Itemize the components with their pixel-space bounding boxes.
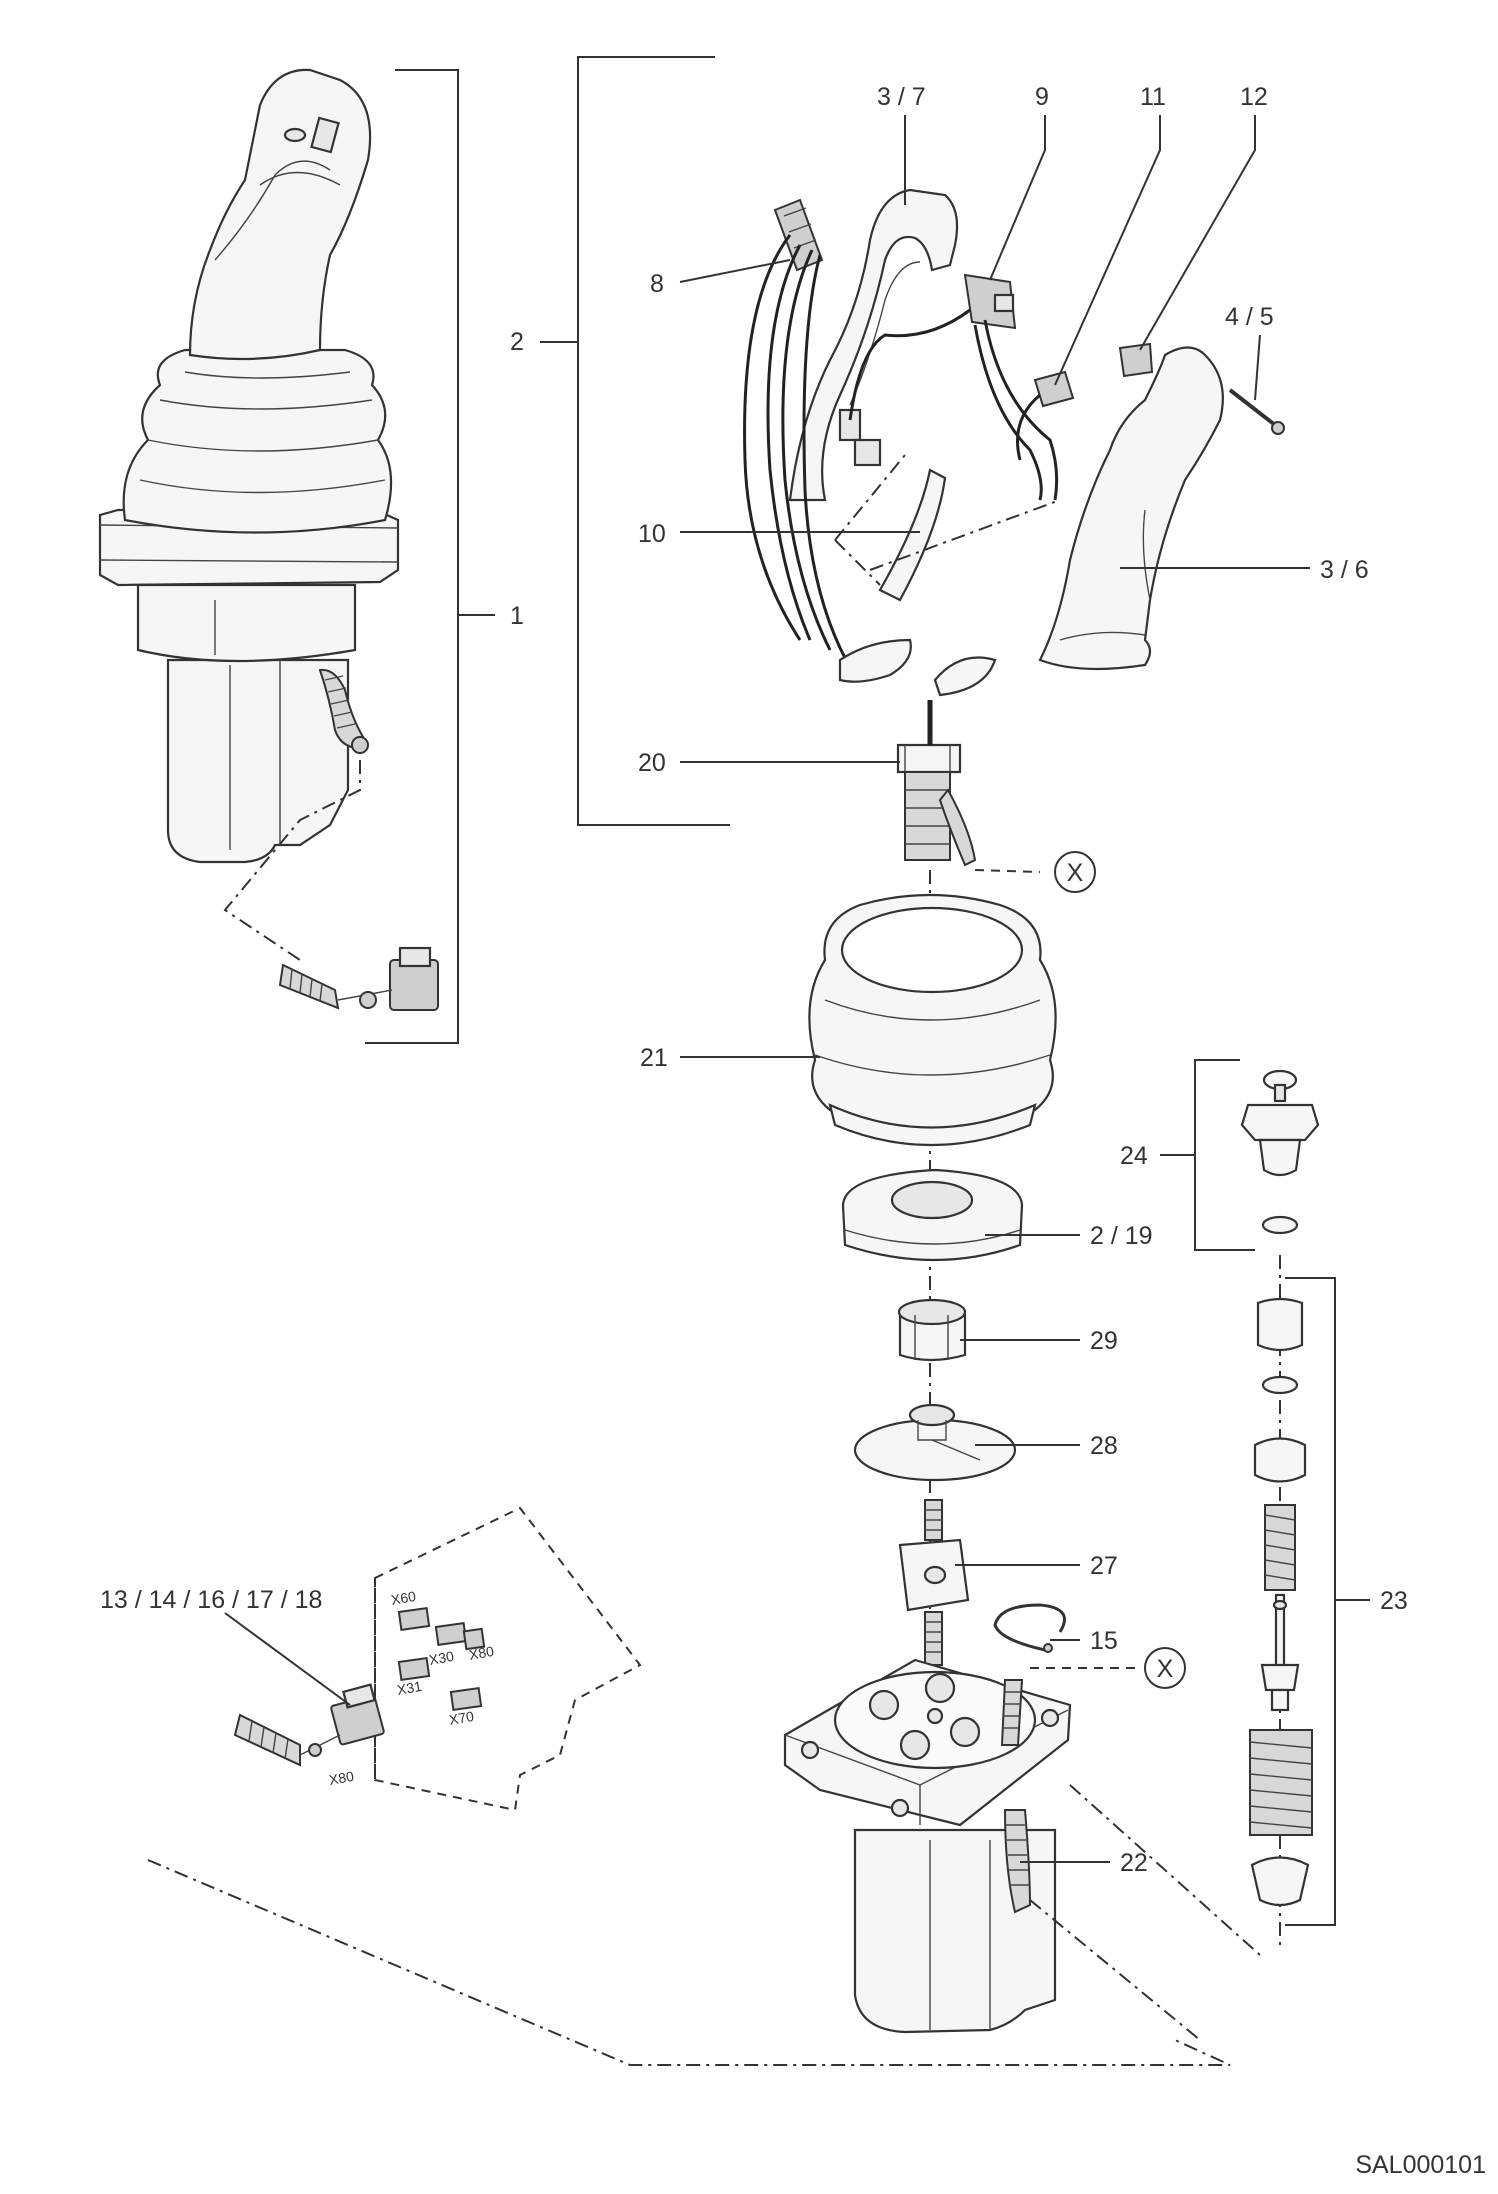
callout-9: 9 bbox=[1035, 83, 1049, 111]
bracket-item-24 bbox=[1194, 1059, 1255, 1251]
bracket-item-2 bbox=[577, 56, 730, 826]
callout-4-5: 4 / 5 bbox=[1225, 303, 1274, 331]
callout-22: 22 bbox=[1120, 1849, 1148, 1877]
callout-28: 28 bbox=[1090, 1432, 1118, 1460]
box-label-x70: X70 bbox=[448, 1708, 476, 1728]
callout-23: 23 bbox=[1380, 1587, 1408, 1615]
base-housing-part-22 bbox=[783, 1658, 1072, 2034]
circlip-part-15 bbox=[993, 1603, 1066, 1652]
bracket-item-23 bbox=[1285, 1277, 1336, 1926]
callout-21: 21 bbox=[640, 1044, 668, 1072]
handle-assembly bbox=[743, 188, 1285, 867]
upper-spring bbox=[1264, 1504, 1296, 1591]
callout-27: 27 bbox=[1090, 1552, 1118, 1580]
leader-lines bbox=[224, 115, 1310, 1863]
callout-2: 2 bbox=[510, 328, 524, 356]
box-label-x31: X31 bbox=[396, 1678, 424, 1698]
disc-part-28 bbox=[853, 1403, 1017, 1482]
joint-part-27 bbox=[898, 1499, 970, 1666]
plug-label-x80: X80 bbox=[328, 1768, 356, 1788]
callout-24: 24 bbox=[1120, 1142, 1148, 1170]
callout-12: 12 bbox=[1240, 83, 1268, 111]
lower-spring bbox=[1249, 1729, 1313, 1836]
box-label-x60: X60 bbox=[390, 1588, 418, 1608]
bracket-item-1 bbox=[365, 69, 459, 1044]
callout-8: 8 bbox=[650, 270, 664, 298]
callout-29: 29 bbox=[1090, 1327, 1118, 1355]
harness-connector-box: X60 X30 X80 X31 X70 bbox=[374, 1506, 642, 1812]
callout-3-7: 3 / 7 bbox=[877, 83, 926, 111]
reference-mark-x-bottom-label: X bbox=[1157, 1655, 1174, 1683]
valve-stack-part-23 bbox=[1249, 1297, 1313, 1907]
box-label-x30: X30 bbox=[428, 1648, 456, 1668]
joystick-plug bbox=[278, 946, 439, 1011]
figure-code: SAL000101 bbox=[1355, 2151, 1486, 2179]
callout-1: 1 bbox=[510, 602, 524, 630]
bushing-part-2-19 bbox=[841, 1168, 1024, 1262]
callout-3-6: 3 / 6 bbox=[1320, 556, 1369, 584]
callout-20: 20 bbox=[638, 749, 666, 777]
callout-13-14-16-17-18: 13 / 14 / 16 / 17 / 18 bbox=[100, 1586, 322, 1614]
nut-part-29 bbox=[897, 1298, 967, 1362]
harness-plug-x80: X80 bbox=[233, 1683, 385, 1788]
valve-insert-part-24 bbox=[1240, 1069, 1320, 1235]
reference-mark-x-top bbox=[1054, 851, 1096, 893]
callout-10: 10 bbox=[638, 520, 666, 548]
box-label-x80: X80 bbox=[468, 1643, 496, 1663]
callout-11: 11 bbox=[1140, 83, 1166, 111]
callout-15: 15 bbox=[1090, 1627, 1118, 1655]
reference-mark-x-top-label: X bbox=[1067, 859, 1084, 887]
bellows-part-21 bbox=[808, 893, 1057, 1147]
callout-2-19: 2 / 19 bbox=[1090, 1222, 1153, 1250]
reference-mark-x-bottom bbox=[1144, 1647, 1186, 1689]
assembled-joystick bbox=[98, 68, 439, 1011]
